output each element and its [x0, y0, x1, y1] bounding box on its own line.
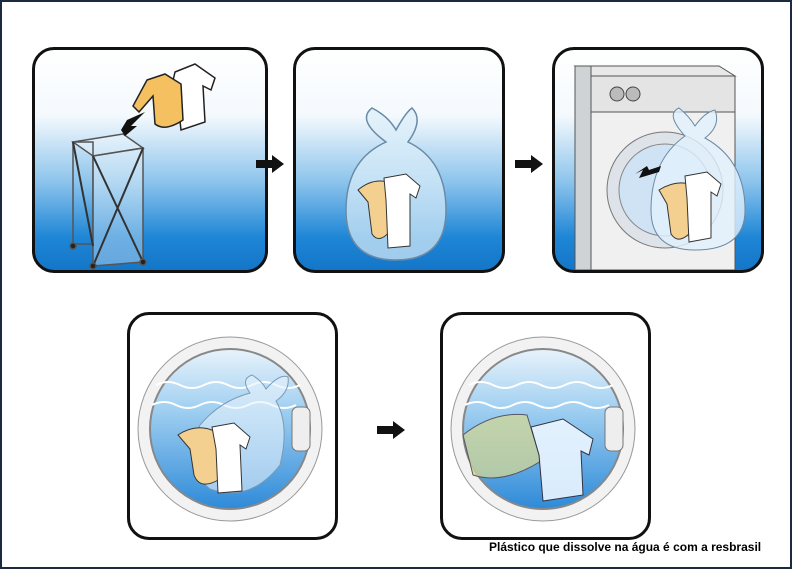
shirt-white-icon: [383, 173, 421, 249]
knob-icon: [625, 86, 641, 102]
shirt-white-icon: [530, 418, 594, 502]
arrow-down-left-icon: [121, 112, 145, 136]
step-4-bag-in-drum: [127, 312, 338, 540]
bag-illustration-icon: [345, 107, 447, 261]
washing-machine-illustration-icon: [573, 65, 746, 270]
caption: Plástico que dissolve na água é com a re…: [489, 540, 762, 554]
hamper-illustration-icon: [69, 63, 216, 270]
step-5-bag-dissolved: [440, 312, 651, 540]
shirt-yellow-icon: [132, 73, 184, 128]
arrow-right-icon: [256, 155, 284, 173]
drum-dissolved-illustration-icon: [450, 336, 636, 522]
step-3-bag-into-machine: [552, 47, 764, 273]
door-handle-icon: [604, 406, 624, 452]
door-handle-icon: [291, 406, 311, 452]
step-1-clothes-into-hamper: [32, 47, 268, 273]
arrow-left-icon: [635, 166, 661, 178]
shirt-white-icon: [211, 422, 251, 494]
drum-with-bag-illustration-icon: [137, 336, 323, 522]
hamper-icon: [69, 133, 147, 270]
arrow-right-icon: [515, 155, 543, 173]
shirt-white-icon: [684, 171, 722, 243]
step-2-clothes-in-bag: [293, 47, 505, 273]
knob-icon: [609, 86, 625, 102]
arrow-right-icon: [377, 421, 405, 439]
